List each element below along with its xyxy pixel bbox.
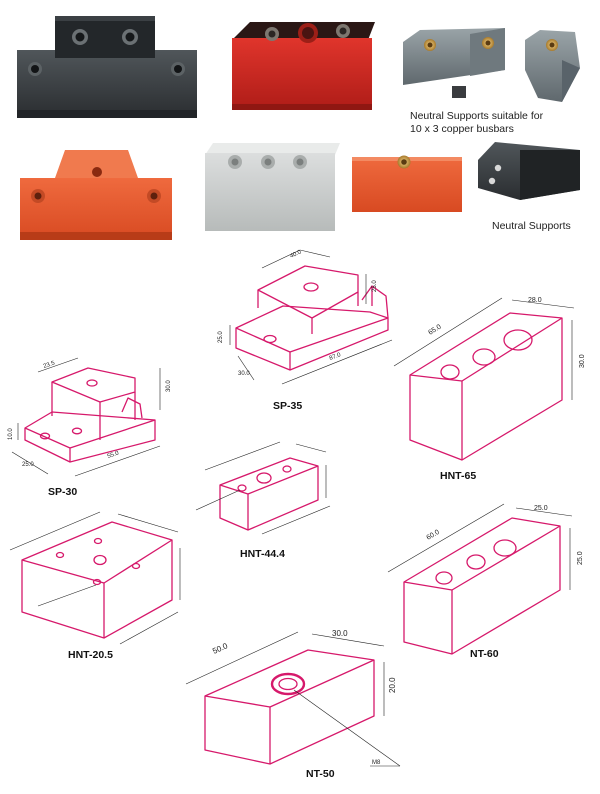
- hnt65-dim-length: 65.0: [427, 323, 442, 336]
- hnt65-dim-depth: 28.0: [528, 297, 542, 304]
- drawing-sp35: 40.0 25.0 25.0 30.0 87.0: [218, 249, 393, 385]
- sp35-dim-height: 25.0: [372, 280, 378, 292]
- drawing-hnt205: [9, 511, 181, 645]
- drawing-sp30: 23.5 30.0 10.0 25.0 55.0: [8, 357, 172, 477]
- photo-black-stepped-support: [17, 16, 197, 118]
- hnt205-dimension-lines: [9, 511, 181, 645]
- nt60-dim-height: 25.0: [577, 551, 584, 565]
- nt60-dim-length: 60.0: [426, 529, 441, 542]
- sp35-dim-step: 25.0: [218, 331, 224, 343]
- photo-orange-block-brass: [352, 155, 462, 212]
- photo-small-slate-support: [525, 30, 580, 102]
- photo-black-neutral-support: [478, 142, 580, 200]
- photo-red-support: [232, 22, 375, 110]
- nt50-dim-length: 50.0: [211, 641, 229, 656]
- sp30-dim-depth: 25.0: [22, 462, 34, 468]
- label-hnt65: HNT-65: [440, 470, 477, 482]
- sp30-dim-step: 10.0: [8, 428, 14, 440]
- nt50-dim-thread: M8: [372, 760, 381, 766]
- nt50-dim-height: 20.0: [388, 677, 397, 693]
- photo-neutral-support-busbar: [403, 28, 505, 98]
- sp35-outline: [235, 265, 389, 371]
- sp35-dim-length: 87.0: [329, 352, 343, 362]
- drawing-nt50: 50.0 30.0 20.0 M8: [185, 629, 401, 767]
- label-sp35: SP-35: [273, 400, 303, 412]
- sp35-dim-top: 40.0: [289, 249, 303, 260]
- nt60-dimension-lines: [387, 503, 573, 590]
- hnt444-outline: [219, 457, 319, 531]
- hnt65-dim-height: 30.0: [579, 354, 586, 368]
- nt50-outline: [204, 649, 375, 765]
- nt60-dim-depth: 25.0: [534, 505, 548, 512]
- hnt444-dimension-lines: [195, 441, 331, 535]
- drawing-nt60: 60.0 25.0 25.0: [387, 503, 584, 655]
- sp30-dim-length: 55.0: [107, 450, 121, 460]
- product-photos: [17, 16, 580, 240]
- nt50-dim-depth: 30.0: [332, 629, 348, 638]
- nt50-dimension-lines: [185, 631, 401, 767]
- sp35-dimension-lines: [229, 249, 393, 385]
- sp30-outline: [24, 367, 156, 463]
- caption-neutral-busbars-line1: Neutral Supports suitable for: [410, 110, 544, 122]
- sp30-dim-top: 23.5: [43, 360, 57, 370]
- label-nt60: NT-60: [470, 648, 499, 660]
- hnt65-dimension-lines: [393, 297, 575, 400]
- sp30-dim-height: 30.0: [166, 380, 172, 392]
- hnt205-outline: [21, 521, 173, 639]
- nt60-outline: [403, 517, 561, 655]
- label-hnt444: HNT-44.4: [240, 548, 285, 560]
- sp30-dimension-lines: [11, 357, 161, 477]
- label-hnt205: HNT-20.5: [68, 649, 113, 661]
- caption-neutral-busbars: Neutral Supports suitable for 10 x 3 cop…: [410, 110, 543, 136]
- photo-grey-block: [205, 143, 340, 231]
- photo-orange-stepped-support: [20, 150, 172, 240]
- sp35-dim-step-depth: 30.0: [238, 371, 250, 377]
- caption-neutral-busbars-line2: 10 x 3 copper busbars: [410, 123, 514, 135]
- drawing-hnt444: [195, 441, 331, 535]
- caption-neutral-supports: Neutral Supports: [492, 220, 571, 232]
- label-sp30: SP-30: [48, 486, 78, 498]
- label-nt50: NT-50: [306, 768, 335, 780]
- drawing-hnt65: 65.0 28.0 30.0: [393, 297, 586, 461]
- hnt65-outline: [409, 312, 563, 461]
